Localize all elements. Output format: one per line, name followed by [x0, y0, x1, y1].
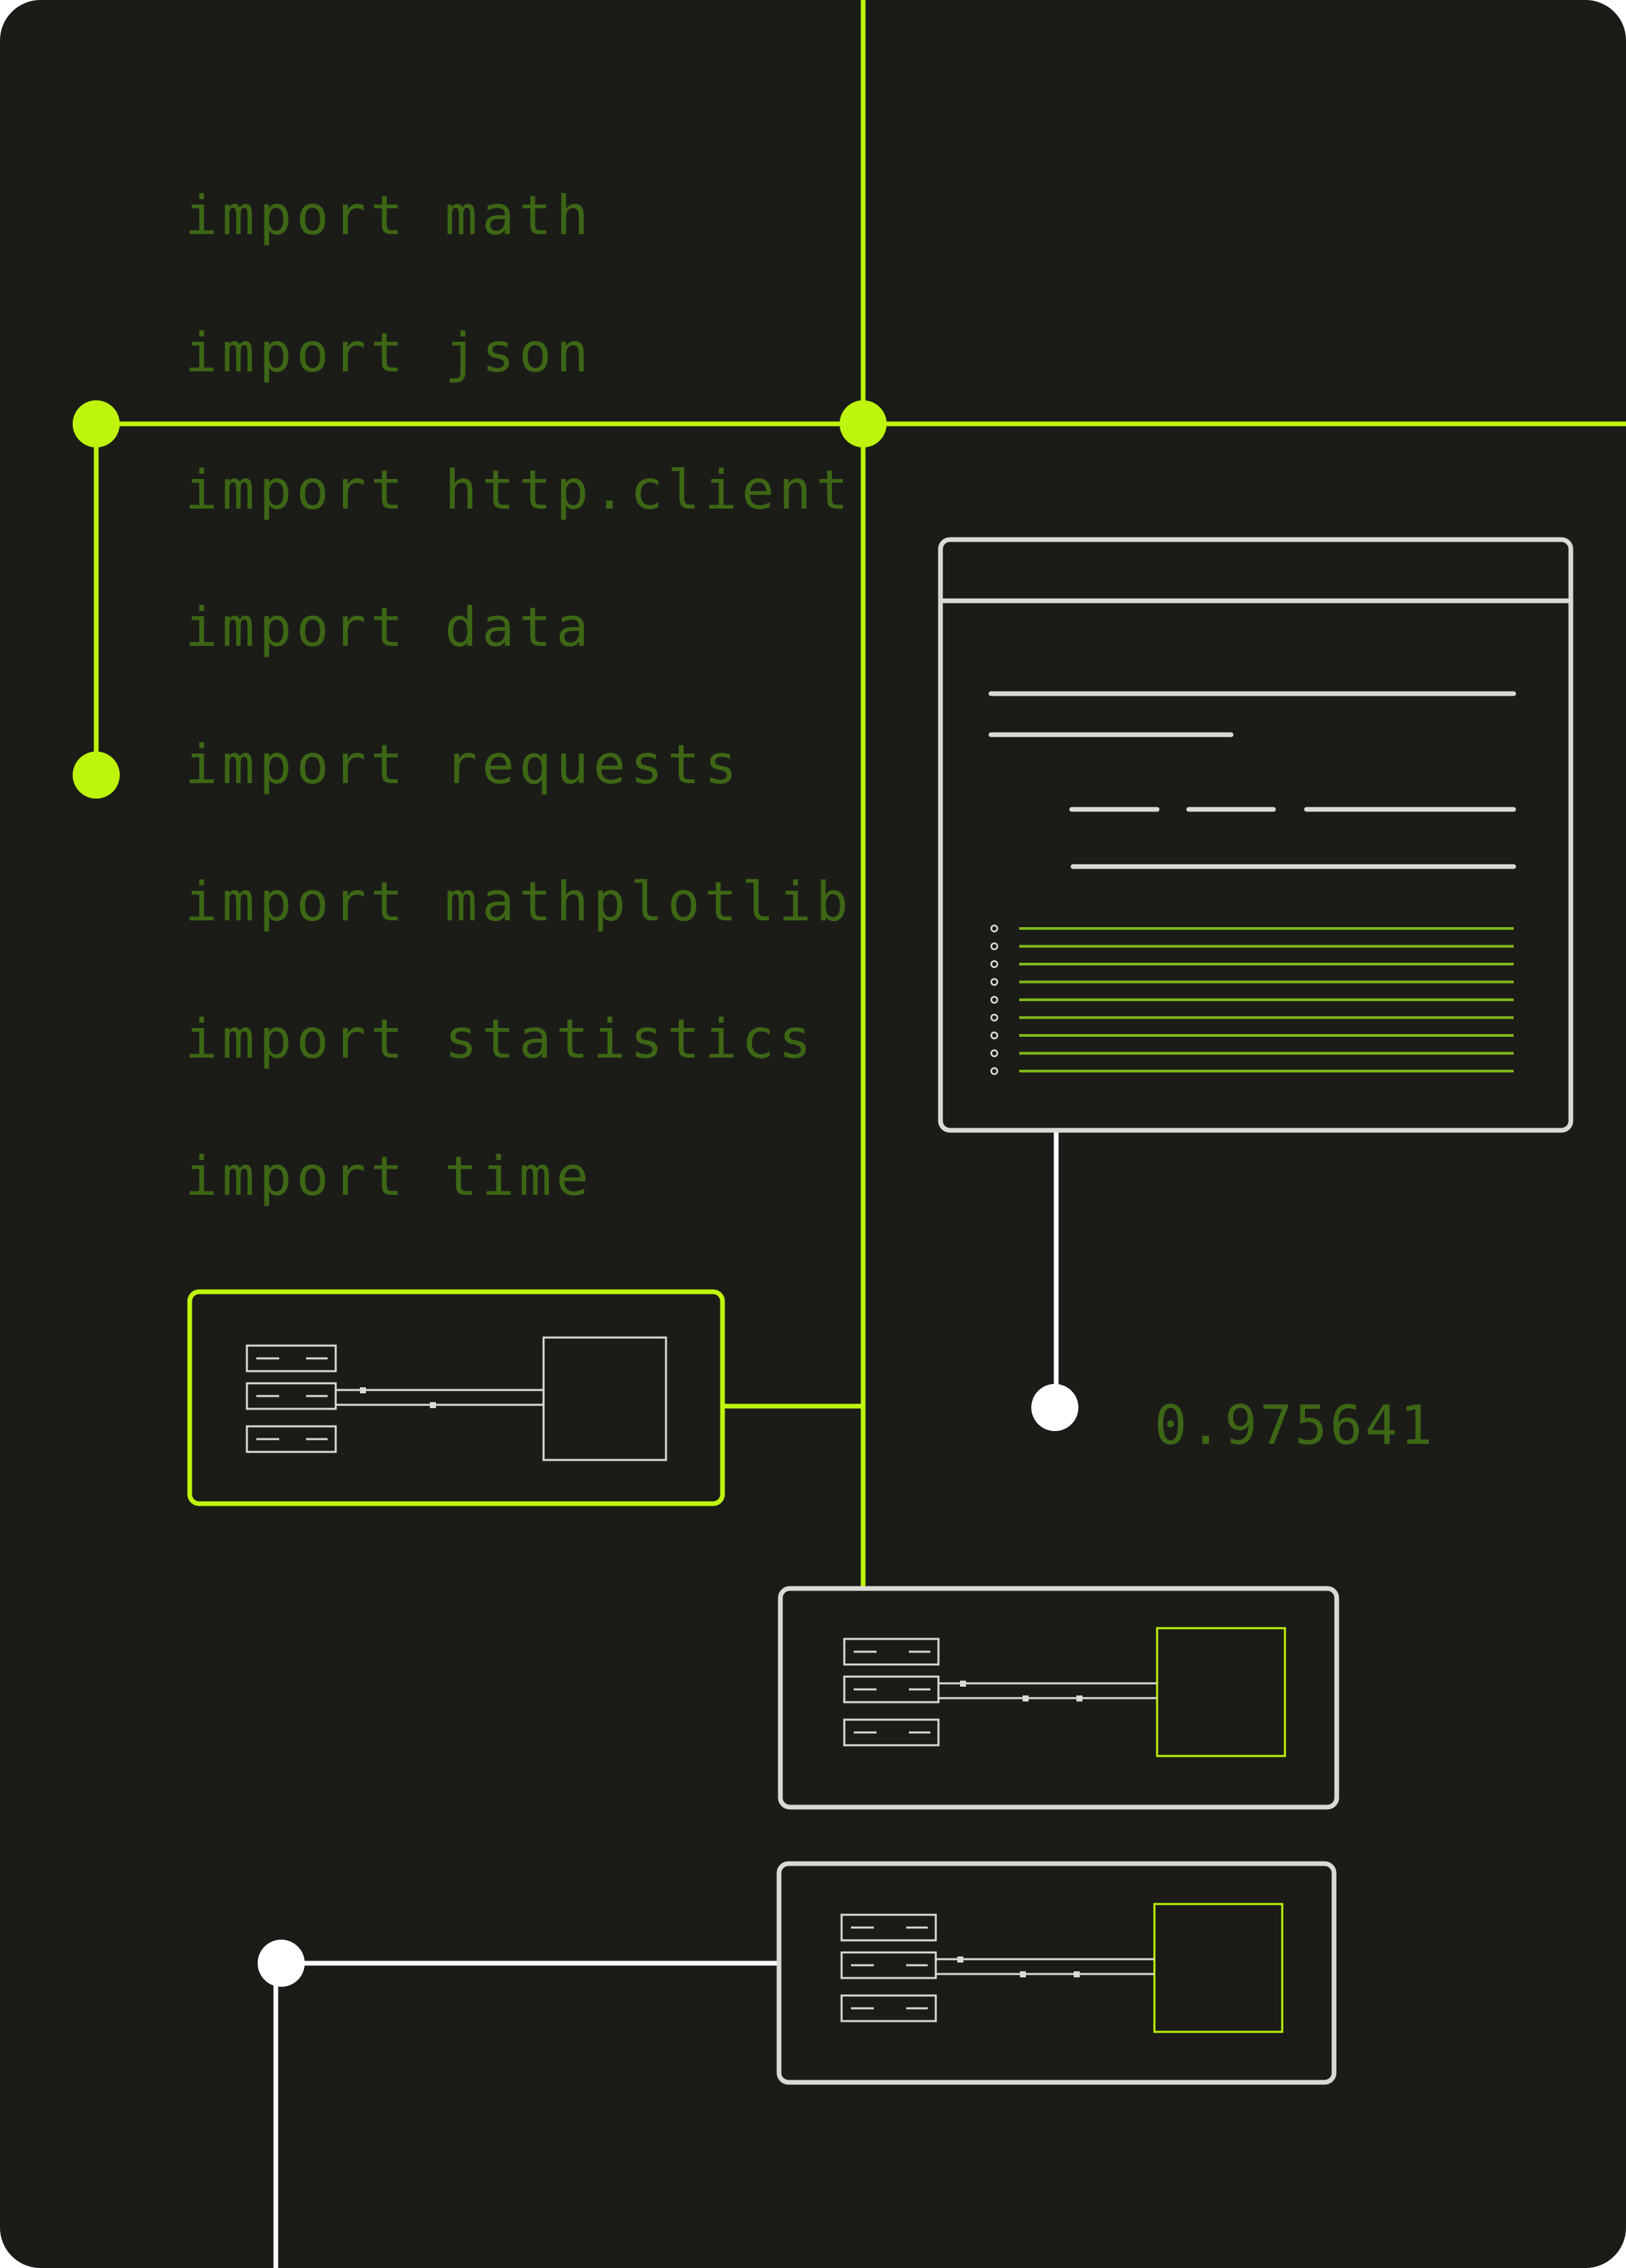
code-line: import http.client [185, 459, 853, 521]
cable-connector [960, 1681, 966, 1687]
port-box [542, 1336, 667, 1461]
junction-dot-icon [73, 752, 120, 799]
rack-unit [246, 1382, 337, 1410]
list-bullet [990, 978, 998, 986]
code-line: import json [185, 322, 593, 384]
server-module-white [776, 1861, 1337, 2085]
white-connectors [273, 1130, 1059, 2268]
cable-connector [1074, 1971, 1080, 1977]
port-box [1153, 1903, 1284, 2033]
document-text-lines [988, 691, 1516, 869]
code-listing: import math import json import http.clie… [185, 184, 853, 1208]
document-window-frame [938, 537, 1574, 1133]
port-box [1156, 1627, 1286, 1757]
rack-unit [843, 1718, 940, 1747]
list-bullet [990, 996, 998, 1004]
rack-unit [840, 1913, 937, 1942]
lime-nodes [73, 400, 887, 799]
list-bullet [990, 942, 998, 951]
server-module-frame [187, 1289, 725, 1506]
browser-document-icon [938, 537, 1574, 1133]
list-bullet [990, 1031, 998, 1039]
junction-dot-icon [73, 400, 120, 447]
server-module-white [778, 1586, 1339, 1810]
rack-unit [840, 1994, 937, 2022]
server-module-lime [187, 1289, 725, 1506]
rack-unit [840, 1951, 937, 1979]
code-line: import mathplotlib [185, 871, 853, 933]
server-rack-icon [246, 1336, 667, 1461]
list-bullet [990, 924, 998, 932]
rack-unit [246, 1425, 337, 1453]
code-line: import time [185, 1145, 593, 1208]
rack-unit [843, 1675, 940, 1704]
cable-connector [957, 1956, 963, 1963]
document-bullet-list [990, 924, 1514, 1075]
code-line: import requests [185, 733, 741, 796]
rack-unit [843, 1638, 940, 1666]
cable-connector [1076, 1695, 1082, 1702]
cable-connector [1020, 1971, 1026, 1977]
cable-connector [360, 1387, 366, 1393]
code-line: import math [185, 184, 593, 247]
white-nodes [258, 1384, 1078, 1987]
list-bullet [990, 1049, 998, 1058]
code-line: import data [185, 596, 593, 659]
server-rack-icon [840, 1903, 1284, 2033]
rack-unit [246, 1344, 337, 1373]
server-rack-icon [843, 1627, 1286, 1757]
junction-dot-icon [1031, 1384, 1078, 1431]
junction-dot-icon [840, 400, 887, 447]
list-bullet [990, 1067, 998, 1075]
list-bullet [990, 960, 998, 968]
junction-dot-icon [258, 1940, 305, 1987]
code-line: import statistics [185, 1008, 816, 1070]
metric-readout: 0.975641 [1154, 1394, 1435, 1457]
list-bullet [990, 1013, 998, 1022]
cable-connector [1023, 1695, 1029, 1702]
cable-connector [430, 1402, 436, 1408]
